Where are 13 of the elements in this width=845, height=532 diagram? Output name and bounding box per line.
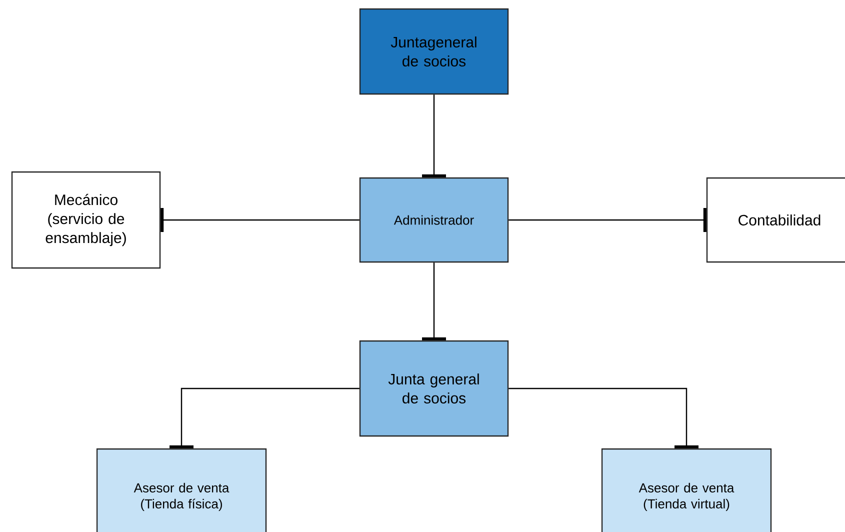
- connector: [422, 94, 446, 178]
- org-box: Mecánico (servicio de ensamblaje): [11, 171, 161, 269]
- org-box: Juntageneral de socios: [359, 8, 509, 95]
- connector: [160, 208, 360, 232]
- org-box: Junta general de socios: [359, 340, 509, 437]
- connector: [508, 208, 706, 232]
- org-box: Contabilidad: [706, 177, 845, 263]
- connector: [170, 388, 360, 448]
- org-box: Administrador: [359, 177, 509, 263]
- org-box: Asesor de venta (Tienda física): [96, 448, 267, 532]
- connector: [422, 262, 446, 340]
- org-box: Asesor de venta (Tienda virtual): [601, 448, 772, 532]
- connector: [508, 388, 698, 448]
